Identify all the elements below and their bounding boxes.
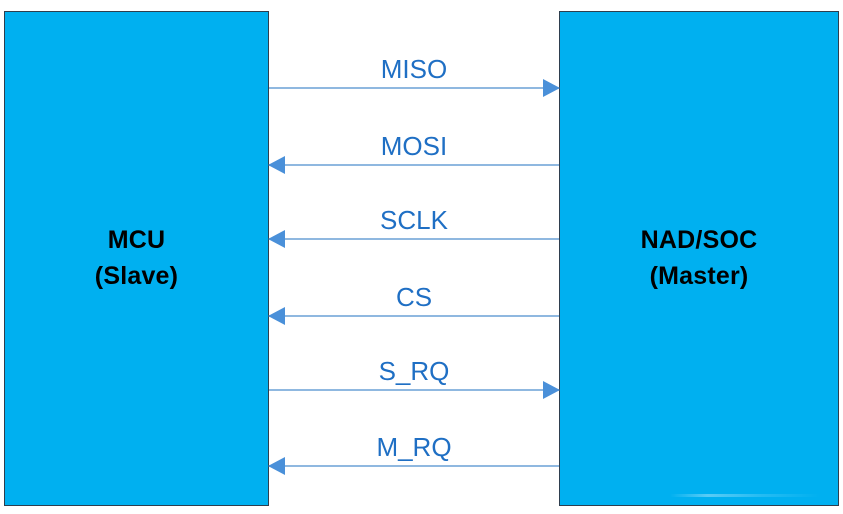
signal-line xyxy=(269,315,559,317)
signal-label: MOSI xyxy=(380,131,448,161)
signal-line xyxy=(269,465,559,467)
block-mcu-slave: MCU (Slave) xyxy=(4,11,269,506)
signal-line xyxy=(269,164,559,166)
block-nad-soc-master: NAD/SOC (Master) xyxy=(559,11,839,506)
signal-line xyxy=(269,238,559,240)
signal-label: M_RQ xyxy=(376,432,452,462)
arrow-left-icon xyxy=(268,457,285,475)
block-nad-soc-name: NAD/SOC xyxy=(640,226,758,254)
signal-label: MISO xyxy=(380,54,448,84)
signal-line xyxy=(269,389,559,391)
arrow-right-icon xyxy=(543,381,560,399)
block-mcu-role: (Slave) xyxy=(94,261,179,290)
arrow-left-icon xyxy=(268,230,285,248)
signal-line xyxy=(269,87,559,89)
signal-label: SCLK xyxy=(380,205,448,235)
signal-label: S_RQ xyxy=(378,356,450,386)
signal-label: CS xyxy=(395,282,433,312)
block-mcu-name: MCU xyxy=(107,226,166,254)
arrow-right-icon xyxy=(543,79,560,97)
arrow-left-icon xyxy=(268,156,285,174)
arrow-left-icon xyxy=(268,307,285,325)
block-nad-soc-role: (Master) xyxy=(649,261,749,290)
compression-artifact xyxy=(670,494,820,497)
